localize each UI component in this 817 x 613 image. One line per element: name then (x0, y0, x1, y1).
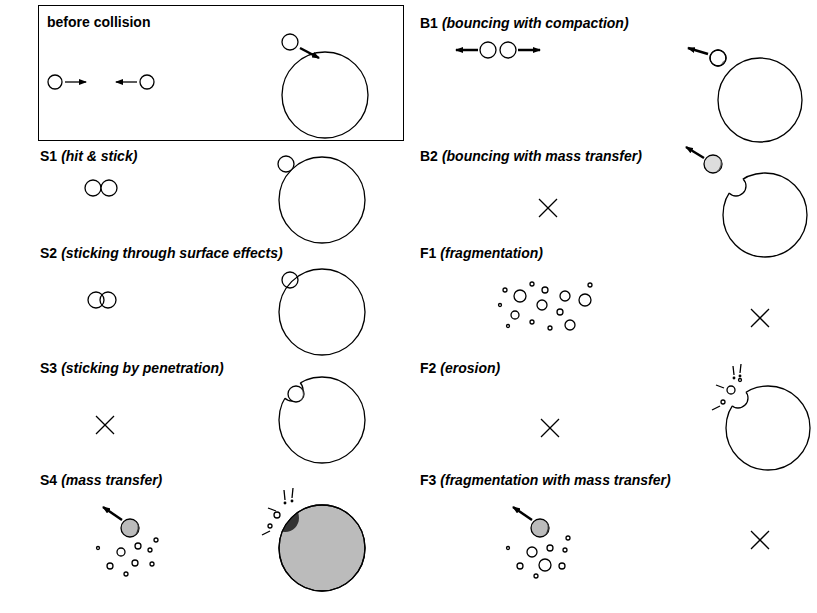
panel-heading: before collision (47, 14, 150, 30)
case-description: (hit & stick) (61, 148, 137, 164)
case-description: (sticking through surface effects) (61, 245, 282, 261)
case-description: (fragmentation) (440, 245, 543, 261)
case-code: F3 (420, 472, 436, 488)
case-code: B1 (420, 15, 438, 31)
case-description: (erosion) (440, 360, 500, 376)
case-description: (mass transfer) (61, 472, 162, 488)
case-description: (bouncing with mass transfer) (442, 148, 642, 164)
frame-box: before collision (38, 5, 404, 141)
case-description: (fragmentation with mass transfer) (440, 472, 670, 488)
case-code: F2 (420, 360, 436, 376)
case-code: S2 (40, 245, 57, 261)
case-code: B2 (420, 148, 438, 164)
case-code: F1 (420, 245, 436, 261)
case-description: (bouncing with compaction) (442, 15, 629, 31)
case-code: S3 (40, 360, 57, 376)
case-code: S1 (40, 148, 57, 164)
case-code: S4 (40, 472, 57, 488)
case-description: (sticking by penetration) (61, 360, 224, 376)
